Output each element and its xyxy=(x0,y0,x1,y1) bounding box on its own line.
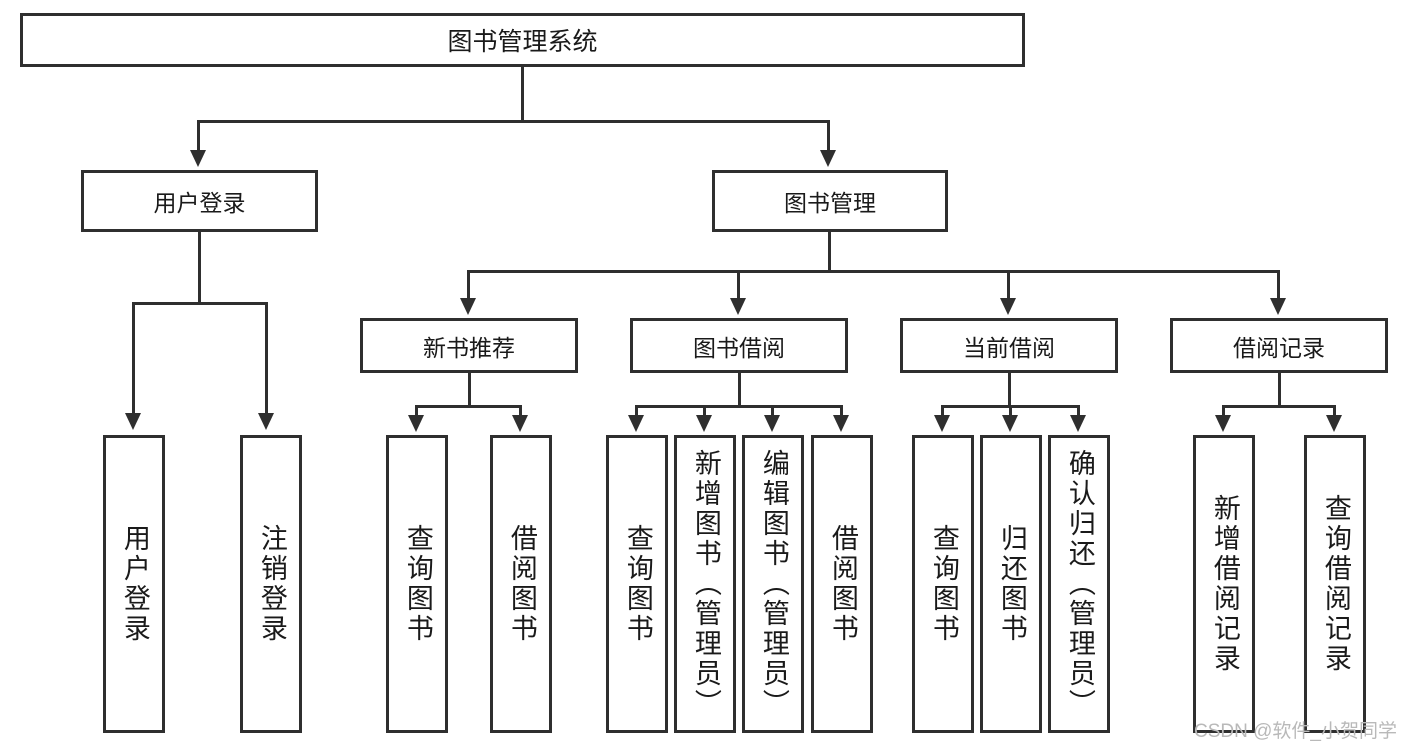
connector-newbook-drop-1 xyxy=(415,405,418,417)
connector-bookmgmt-stem xyxy=(828,232,831,270)
arrow-leaf-query-record xyxy=(1326,415,1342,432)
leaf-label: 编辑图书（管理员） xyxy=(758,449,789,719)
leaf-return-book[interactable]: 归还图书 xyxy=(980,435,1042,733)
connector-tier2-bus xyxy=(197,120,830,123)
leaf-confirm-return-admin[interactable]: 确认归还（管理员） xyxy=(1048,435,1110,733)
connector-root-stem xyxy=(521,67,524,120)
node-label: 图书管理系统 xyxy=(447,28,598,56)
leaf-label: 查询借阅记录 xyxy=(1320,494,1351,674)
connector-borrowrecords-bus xyxy=(1222,405,1336,408)
arrow-leaf-confirm-return xyxy=(1070,415,1086,432)
arrow-leaf-borrow-book-1 xyxy=(512,415,528,432)
arrow-leaf-return-book xyxy=(1002,415,1018,432)
leaf-label: 用户登录 xyxy=(119,524,150,644)
connector-currentborrow-stem xyxy=(1008,373,1011,405)
connector-newbook-drop-2 xyxy=(519,405,522,417)
leaf-query-book-borrow[interactable]: 查询图书 xyxy=(606,435,668,733)
leaf-borrow-book[interactable]: 借阅图书 xyxy=(811,435,873,733)
arrow-leaf-query-book-3 xyxy=(934,415,950,432)
node-label: 当前借阅 xyxy=(963,334,1055,361)
node-borrow-records[interactable]: 借阅记录 xyxy=(1170,318,1388,373)
connector-bookborrow-drop-2 xyxy=(703,405,706,417)
arrow-leaf-query-book-1 xyxy=(408,415,424,432)
connector-userlogin-stem xyxy=(198,232,201,302)
connector-tier3-drop-3 xyxy=(1007,270,1010,300)
leaf-user-login[interactable]: 用户登录 xyxy=(103,435,165,733)
arrow-leaf-query-book-2 xyxy=(628,415,644,432)
connector-userlogin-bus xyxy=(132,302,268,305)
connector-borrowrecords-stem xyxy=(1278,373,1281,405)
leaf-label: 新增借阅记录 xyxy=(1209,494,1240,674)
connector-currentborrow-drop-2 xyxy=(1009,405,1012,417)
connector-currentborrow-drop-1 xyxy=(941,405,944,417)
connector-userlogin-drop-1 xyxy=(132,302,135,415)
connector-bookborrow-bus xyxy=(635,405,843,408)
connector-bookborrow-drop-1 xyxy=(635,405,638,417)
leaf-add-borrow-record[interactable]: 新增借阅记录 xyxy=(1193,435,1255,733)
connector-newbook-stem xyxy=(468,373,471,405)
connector-bookborrow-stem xyxy=(738,373,741,405)
arrow-leaf-add-record xyxy=(1215,415,1231,432)
leaf-query-book-recommend[interactable]: 查询图书 xyxy=(386,435,448,733)
leaf-label: 新增图书（管理员） xyxy=(690,449,721,719)
leaf-edit-book-admin[interactable]: 编辑图书（管理员） xyxy=(742,435,804,733)
leaf-label: 注销登录 xyxy=(256,524,287,644)
arrow-tier3-4 xyxy=(1270,298,1286,315)
connector-userlogin-drop-2 xyxy=(265,302,268,415)
node-root-system[interactable]: 图书管理系统 xyxy=(20,13,1025,67)
node-label: 图书借阅 xyxy=(693,334,785,361)
leaf-query-borrow-record[interactable]: 查询借阅记录 xyxy=(1304,435,1366,733)
node-label: 新书推荐 xyxy=(423,334,515,361)
arrow-tier2-2 xyxy=(820,150,836,167)
arrow-leaf-borrow-book-2 xyxy=(833,415,849,432)
connector-tier3-drop-1 xyxy=(467,270,470,300)
leaf-label: 查询图书 xyxy=(928,524,959,644)
node-label: 图书管理 xyxy=(784,190,876,216)
arrow-leaf-user-login xyxy=(125,413,141,430)
leaf-label: 借阅图书 xyxy=(827,524,858,644)
connector-tier2-drop-2 xyxy=(827,120,830,152)
connector-tier3-drop-4 xyxy=(1277,270,1280,300)
connector-bookborrow-drop-3 xyxy=(771,405,774,417)
leaf-borrow-book-recommend[interactable]: 借阅图书 xyxy=(490,435,552,733)
connector-borrowrecords-drop-2 xyxy=(1333,405,1336,417)
leaf-add-book-admin[interactable]: 新增图书（管理员） xyxy=(674,435,736,733)
arrow-tier3-1 xyxy=(460,298,476,315)
leaf-label: 借阅图书 xyxy=(506,524,537,644)
connector-newbook-bus xyxy=(415,405,522,408)
arrow-leaf-add-book xyxy=(696,415,712,432)
node-user-login[interactable]: 用户登录 xyxy=(81,170,318,232)
node-book-borrow[interactable]: 图书借阅 xyxy=(630,318,848,373)
node-label: 借阅记录 xyxy=(1233,334,1325,361)
arrow-tier3-3 xyxy=(1000,298,1016,315)
arrow-leaf-logout xyxy=(258,413,274,430)
node-new-book-recommend[interactable]: 新书推荐 xyxy=(360,318,578,373)
leaf-query-book-current[interactable]: 查询图书 xyxy=(912,435,974,733)
node-label: 用户登录 xyxy=(153,190,246,216)
arrow-tier3-2 xyxy=(730,298,746,315)
leaf-label: 查询图书 xyxy=(622,524,653,644)
leaf-label: 归还图书 xyxy=(996,524,1027,644)
leaf-logout[interactable]: 注销登录 xyxy=(240,435,302,733)
connector-tier2-drop-1 xyxy=(197,120,200,152)
connector-tier3-drop-2 xyxy=(737,270,740,300)
connector-bookborrow-drop-4 xyxy=(840,405,843,417)
arrow-tier2-1 xyxy=(190,150,206,167)
leaf-label: 查询图书 xyxy=(402,524,433,644)
connector-borrowrecords-drop-1 xyxy=(1222,405,1225,417)
arrow-leaf-edit-book xyxy=(764,415,780,432)
node-current-borrow[interactable]: 当前借阅 xyxy=(900,318,1118,373)
node-book-management[interactable]: 图书管理 xyxy=(712,170,948,232)
connector-tier3-bus xyxy=(467,270,1279,273)
leaf-label: 确认归还（管理员） xyxy=(1064,449,1095,719)
connector-currentborrow-drop-3 xyxy=(1077,405,1080,417)
